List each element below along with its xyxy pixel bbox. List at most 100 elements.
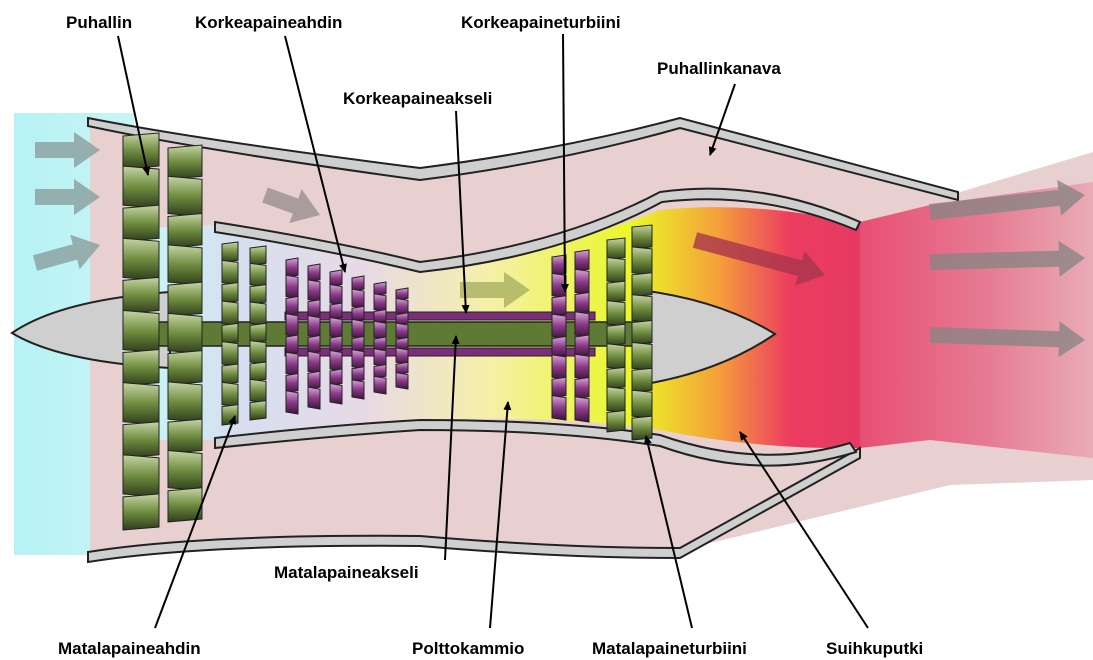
lp-compressor-row-1 <box>222 242 238 425</box>
blade-segment <box>168 382 202 422</box>
blade-segment <box>352 306 364 321</box>
lp-turbine-row-2 <box>632 225 652 440</box>
blade-segment <box>396 373 408 389</box>
blade-segment <box>286 258 298 277</box>
blade-segment <box>123 383 159 425</box>
blade-segment <box>352 380 364 399</box>
blade-segment <box>352 337 364 352</box>
blade-segment <box>352 289 364 308</box>
blade-segment <box>552 355 566 379</box>
blade-segment <box>396 298 408 314</box>
blade-segment <box>330 270 342 287</box>
blade-segment <box>607 410 625 432</box>
blade-segment <box>222 323 238 343</box>
blade-segment <box>123 205 159 241</box>
blade-segment <box>575 269 589 294</box>
blade-segment <box>123 422 159 458</box>
blade-segment <box>168 176 202 216</box>
blade-segment <box>607 387 625 413</box>
blade-segment <box>123 494 159 530</box>
blade-segment <box>168 145 202 179</box>
blade-segment <box>123 277 159 313</box>
blade-segment <box>607 281 625 303</box>
blade-segment <box>168 214 202 248</box>
blade-segment <box>632 295 652 323</box>
blade-segment <box>552 296 566 316</box>
blade-segment <box>308 336 320 354</box>
label-hp-turbine: Korkeapaineturbiini <box>461 13 621 32</box>
blade-segment <box>374 321 386 339</box>
blade-segment <box>330 303 342 320</box>
blade-segment <box>222 342 238 366</box>
blade-segment <box>330 384 342 405</box>
blade-segment <box>286 297 298 316</box>
blade-segment <box>308 387 320 409</box>
label-hp-shaft: Korkeapaineakseli <box>343 89 492 108</box>
blade-segment <box>607 367 625 389</box>
blade-segment <box>330 318 342 339</box>
blade-segment <box>286 391 298 414</box>
blade-segment <box>632 225 652 249</box>
label-nozzle: Suihkuputki <box>826 639 923 658</box>
label-combustor: Polttokammio <box>412 639 524 658</box>
blade-segment <box>632 416 652 440</box>
blade-segment <box>250 401 266 420</box>
blade-segment <box>552 314 566 338</box>
blade-segment <box>123 166 159 208</box>
blade-segment <box>552 337 566 357</box>
blade-segment <box>286 275 298 298</box>
blade-segment <box>168 313 202 353</box>
blade-segment <box>222 242 238 262</box>
blade-segment <box>222 260 238 284</box>
blade-segment <box>250 379 266 402</box>
blade-segment <box>607 258 625 284</box>
fan-blade-row-1 <box>123 133 159 530</box>
blade-segment <box>575 397 589 422</box>
blade-segment <box>250 341 266 364</box>
blade-segment <box>396 348 408 364</box>
blade-segment <box>575 378 589 399</box>
blade-segment <box>168 351 202 385</box>
blade-segment <box>575 312 589 337</box>
blade-segment <box>168 245 202 285</box>
blade-segment <box>308 264 320 282</box>
blade-segment <box>123 310 159 352</box>
blade-segment <box>352 276 364 291</box>
blade-segment <box>308 351 320 373</box>
label-lp-compressor: Matalapaineahdin <box>58 639 201 658</box>
blade-segment <box>222 364 238 384</box>
blade-segment <box>632 390 652 418</box>
blade-segment <box>308 300 320 318</box>
blade-segment <box>374 349 386 367</box>
blade-segment <box>352 319 364 338</box>
blade-segment <box>250 263 266 286</box>
blade-segment <box>308 316 320 338</box>
blade-segment <box>286 374 298 393</box>
label-lp-shaft: Matalapaineakseli <box>274 563 419 582</box>
exhaust-plume <box>860 182 1093 458</box>
blade-segment <box>222 283 238 303</box>
blade-segment <box>330 369 342 386</box>
blade-segment <box>552 396 566 420</box>
blade-segment <box>632 342 652 370</box>
blade-segment <box>123 238 159 280</box>
blade-segment <box>352 367 364 382</box>
blade-segment <box>123 455 159 497</box>
blade-segment <box>250 302 266 325</box>
blade-segment <box>396 323 408 339</box>
blade-segment <box>308 371 320 389</box>
blade-segment <box>632 247 652 275</box>
blade-segment <box>374 376 386 394</box>
label-fan: Puhallin <box>66 13 132 32</box>
blade-segment <box>575 335 589 356</box>
blade-segment <box>632 321 652 345</box>
blade-segment <box>330 351 342 372</box>
blade-segment <box>607 301 625 327</box>
blade-segment <box>168 282 202 316</box>
label-bypass-duct: Puhallinkanava <box>657 59 781 78</box>
blade-segment <box>168 419 202 453</box>
blade-segment <box>607 238 625 260</box>
blade-segment <box>575 293 589 314</box>
blade-segment <box>222 301 238 325</box>
